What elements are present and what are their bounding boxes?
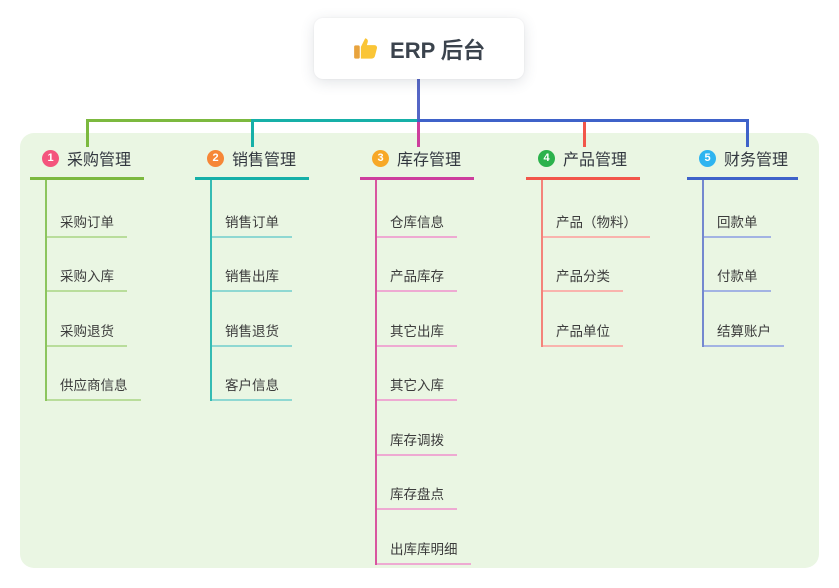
branch-number-badge: 2: [207, 149, 224, 167]
branch-number-badge: 4: [538, 149, 555, 167]
branch-children: 采购订单 采购入库 采购退货 供应商信息: [45, 180, 144, 401]
child-node[interactable]: 采购订单: [47, 183, 144, 238]
child-node[interactable]: 库存盘点: [377, 456, 474, 510]
child-node[interactable]: 销售订单: [212, 183, 309, 238]
branch-1-connector: [86, 119, 89, 147]
child-node[interactable]: 出库库明细: [377, 510, 474, 565]
connector-bus-segment-right: [417, 119, 749, 122]
branch-5-connector: [746, 119, 749, 147]
branch-number-badge: 1: [42, 149, 59, 167]
child-node[interactable]: 仓库信息: [377, 183, 474, 238]
child-node[interactable]: 产品分类: [543, 238, 640, 292]
child-node-label: 销售出库: [212, 265, 292, 292]
child-node[interactable]: 产品（物料）: [543, 183, 650, 238]
child-node[interactable]: 其它出库: [377, 292, 474, 347]
branch-children: 仓库信息 产品库存 其它出库 其它入库 库存调拨 库存盘点 出库库明细: [375, 180, 474, 565]
child-node-label: 其它出库: [377, 320, 457, 347]
branch-2-connector: [251, 119, 254, 147]
root-connector: [417, 79, 420, 120]
branch-children: 销售订单 销售出库 销售退货 客户信息: [210, 180, 309, 401]
child-node-label: 产品分类: [543, 265, 623, 292]
branch-title-label: 销售管理: [232, 152, 297, 169]
branch-1: 1 采购管理 采购订单 采购入库 采购退货 供应商信息: [30, 146, 144, 401]
child-node[interactable]: 回款单: [704, 183, 798, 238]
root-node[interactable]: ERP 后台: [314, 18, 524, 79]
branch-title[interactable]: 1 采购管理: [30, 146, 144, 180]
child-node-label: 采购订单: [47, 211, 127, 238]
branch-5: 5 财务管理 回款单 付款单 结算账户: [687, 146, 798, 347]
child-node-label: 供应商信息: [47, 374, 141, 401]
child-node-label: 出库库明细: [377, 538, 471, 565]
child-node[interactable]: 客户信息: [212, 347, 309, 401]
branch-title[interactable]: 2 销售管理: [195, 146, 309, 180]
branch-4-connector: [583, 122, 586, 147]
branch-3: 3 库存管理 仓库信息 产品库存 其它出库 其它入库 库存调拨 库存盘点 出库库…: [360, 146, 474, 565]
child-node-label: 付款单: [704, 265, 771, 292]
child-node[interactable]: 销售出库: [212, 238, 309, 292]
child-node-label: 销售退货: [212, 320, 292, 347]
child-node[interactable]: 销售退货: [212, 292, 309, 347]
child-node-label: 销售订单: [212, 211, 292, 238]
child-node-label: 客户信息: [212, 374, 292, 401]
branch-title-label: 财务管理: [724, 152, 789, 169]
branch-number-badge: 3: [372, 149, 389, 167]
branch-children: 产品（物料） 产品分类 产品单位: [541, 180, 650, 347]
branch-title-label: 库存管理: [397, 152, 462, 169]
branch-title-label: 产品管理: [563, 152, 628, 169]
child-node[interactable]: 供应商信息: [47, 347, 144, 401]
branches-panel: [20, 133, 819, 568]
branch-children: 回款单 付款单 结算账户: [702, 180, 798, 347]
branch-title[interactable]: 3 库存管理: [360, 146, 474, 180]
thumbs-up-icon: [353, 35, 380, 62]
branch-title-label: 采购管理: [67, 152, 132, 169]
branch-title[interactable]: 4 产品管理: [526, 146, 640, 180]
child-node-label: 回款单: [704, 211, 771, 238]
branch-4: 4 产品管理 产品（物料） 产品分类 产品单位: [526, 146, 650, 347]
child-node-label: 库存调拨: [377, 429, 457, 456]
child-node-label: 产品（物料）: [543, 211, 650, 238]
root-node-label: ERP 后台: [390, 37, 485, 63]
child-node-label: 产品库存: [377, 265, 457, 292]
branch-number-badge: 5: [699, 149, 716, 167]
child-node-label: 采购入库: [47, 265, 127, 292]
child-node[interactable]: 产品库存: [377, 238, 474, 292]
child-node-label: 采购退货: [47, 320, 127, 347]
branch-2: 2 销售管理 销售订单 销售出库 销售退货 客户信息: [195, 146, 309, 401]
connector-bus-segment-left: [87, 119, 252, 122]
branch-3-connector: [417, 122, 420, 147]
connector-bus-segment-middle: [252, 119, 418, 122]
child-node-label: 结算账户: [704, 320, 784, 347]
child-node[interactable]: 结算账户: [704, 292, 798, 347]
child-node[interactable]: 采购退货: [47, 292, 144, 347]
child-node[interactable]: 其它入库: [377, 347, 474, 401]
branch-title[interactable]: 5 财务管理: [687, 146, 798, 180]
child-node-label: 仓库信息: [377, 211, 457, 238]
child-node[interactable]: 产品单位: [543, 292, 640, 347]
child-node-label: 产品单位: [543, 320, 623, 347]
child-node[interactable]: 付款单: [704, 238, 798, 292]
child-node-label: 库存盘点: [377, 483, 457, 510]
child-node[interactable]: 库存调拨: [377, 401, 474, 456]
child-node[interactable]: 采购入库: [47, 238, 144, 292]
child-node-label: 其它入库: [377, 374, 457, 401]
